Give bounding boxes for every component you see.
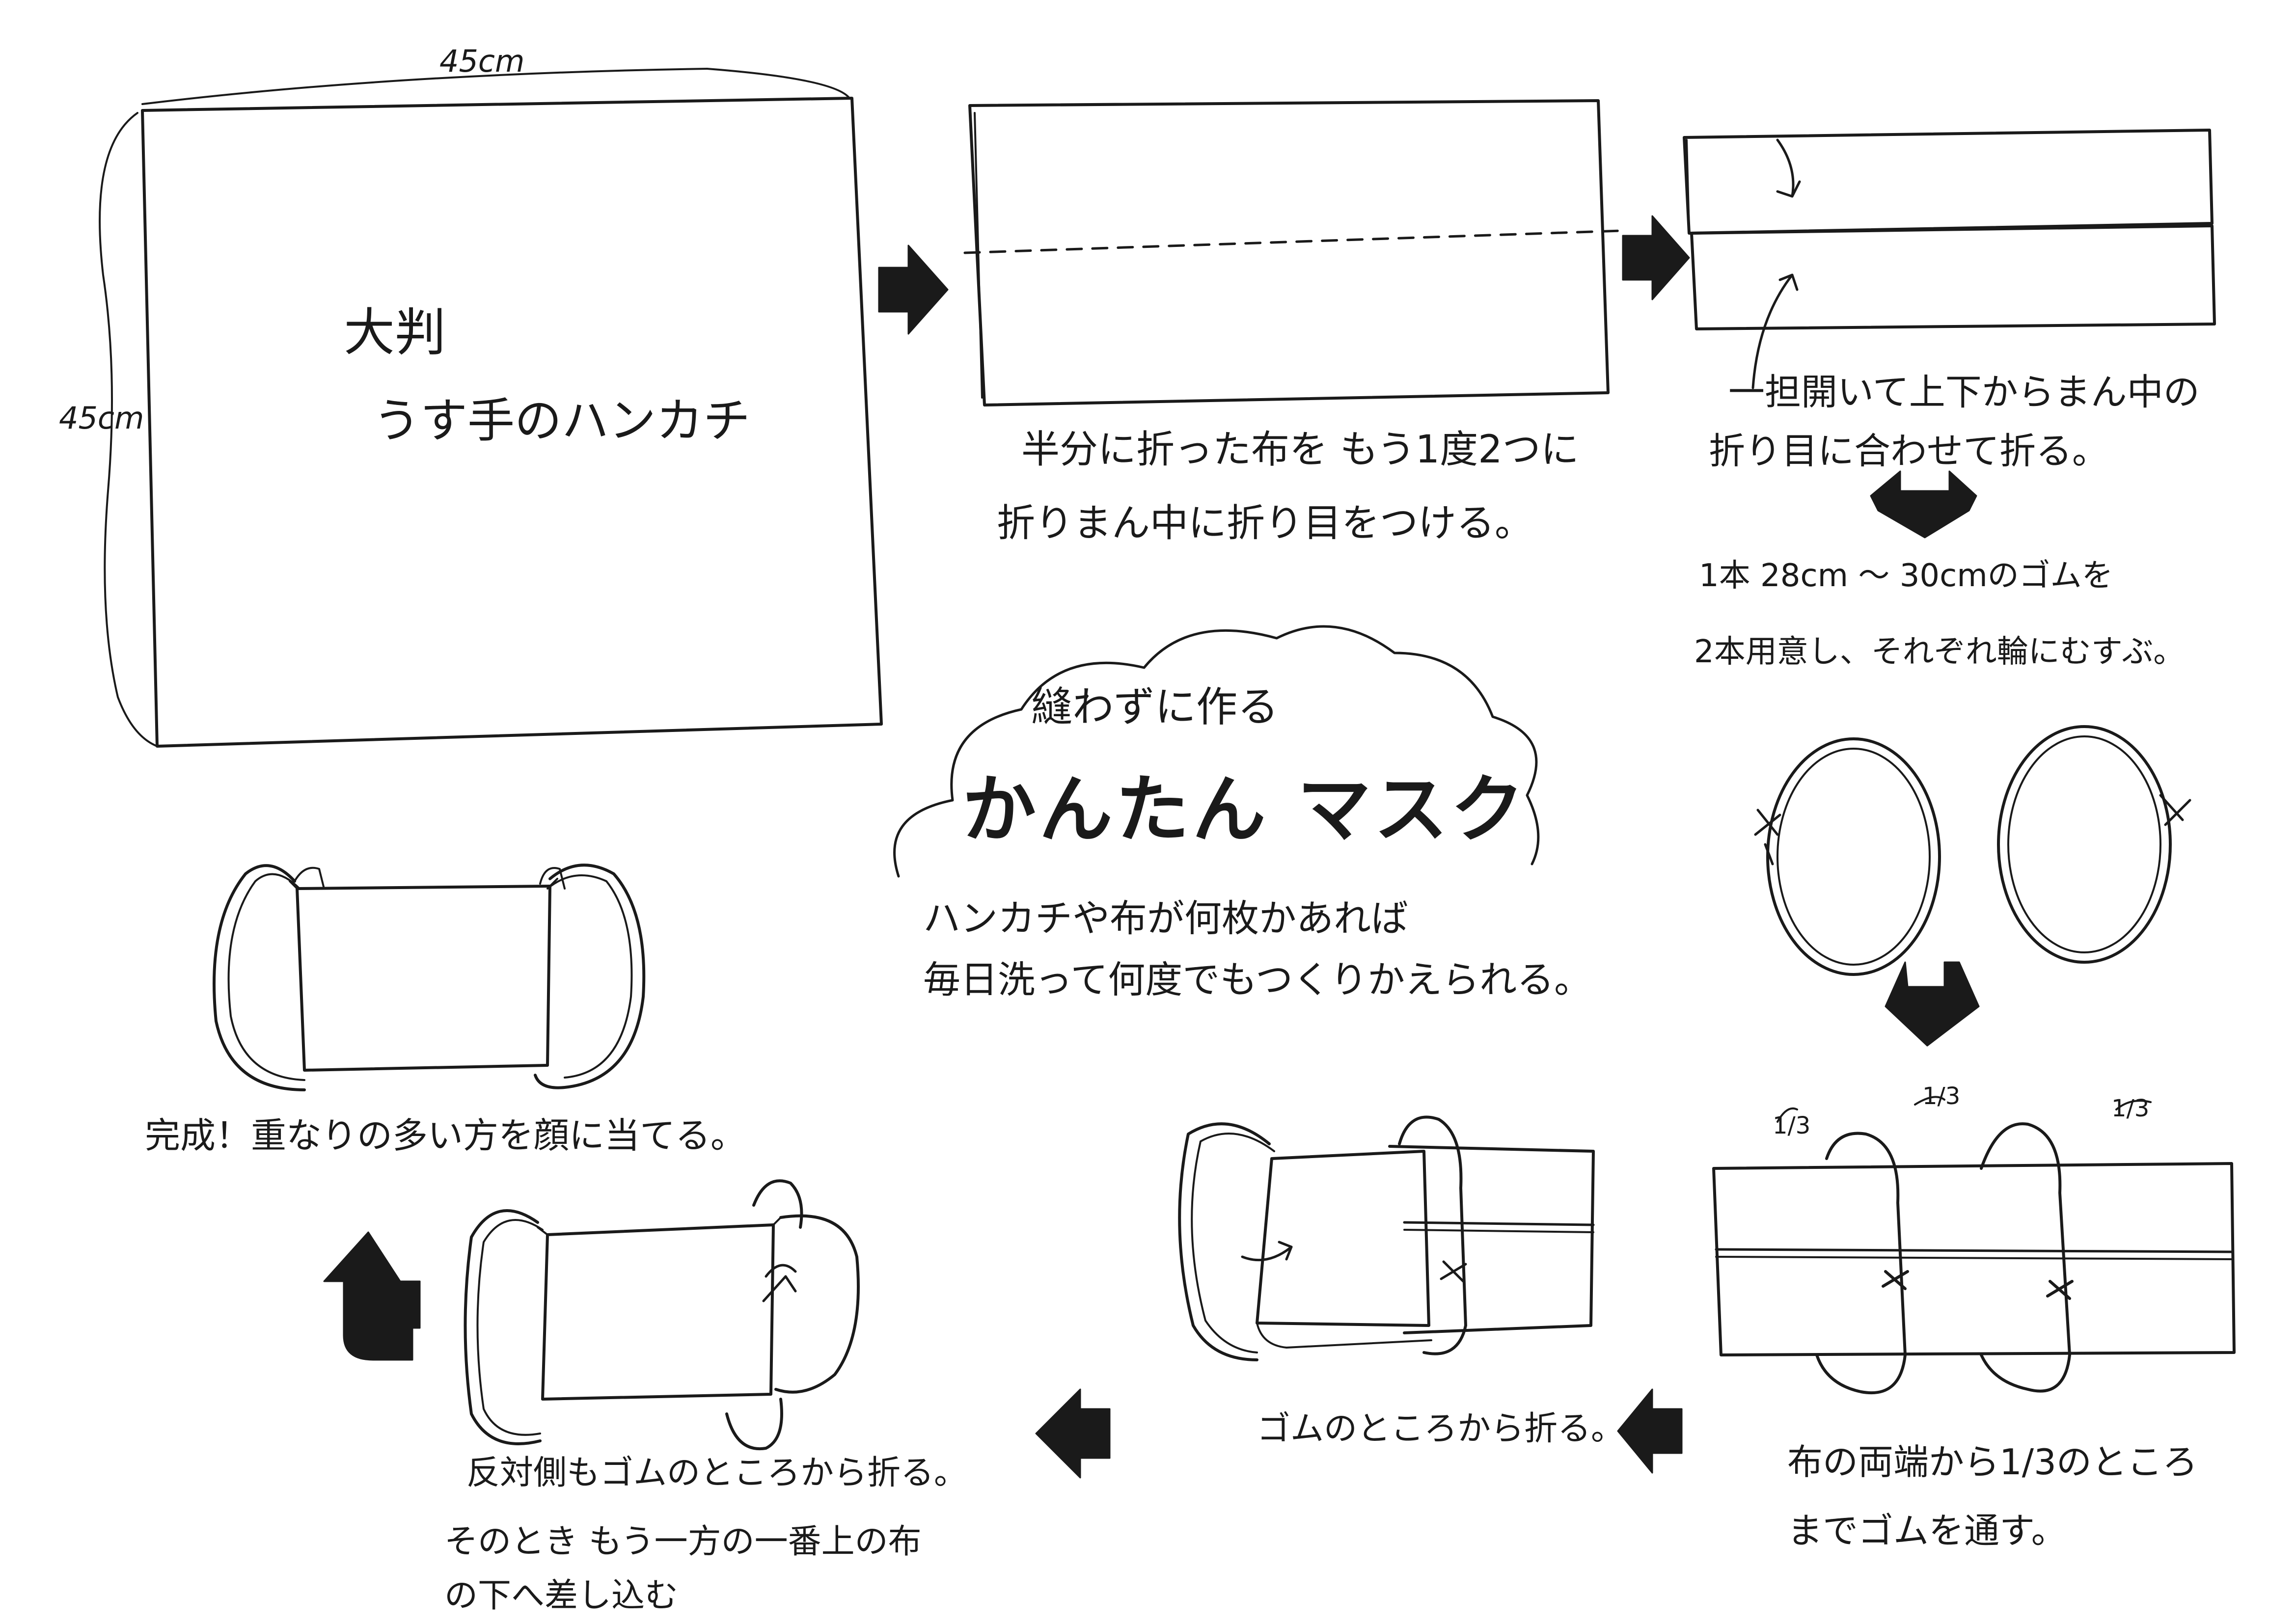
arrow-down-icon	[1885, 961, 1980, 1047]
step7-text-line3: の下へ差し込む	[444, 1576, 679, 1615]
handkerchief-square	[99, 68, 883, 748]
step5-text-line2: までゴムを通す。	[1787, 1510, 2067, 1551]
step4-text-line2: 2本用意し、それぞれ輪にむすぶ。	[1694, 634, 2185, 670]
finished-mask	[213, 864, 646, 1091]
step4-text-line1: 1本 28cm ～ 30cmのゴムを	[1699, 558, 2113, 594]
height-dimension-label: 45cm	[59, 400, 144, 436]
knot-icon	[1754, 794, 2191, 866]
title-description-line1: ハンカチや布が何枚かあれば	[923, 896, 1408, 940]
fold-at-elastic	[1178, 1115, 1595, 1361]
arrow-right-icon	[878, 244, 949, 335]
elastic-loop-right	[1997, 725, 2172, 964]
arrow-right-icon	[1622, 215, 1690, 300]
title-main: かんたん マスク	[962, 767, 1528, 853]
step3-text-line1: 一担開いて上下からまん中の	[1728, 371, 2200, 413]
step7-text-line1: 反対側もゴムのところから折る。	[466, 1454, 968, 1492]
arrow-left-icon	[1617, 1388, 1683, 1474]
fraction-label-middle: 1/3	[1922, 1082, 1961, 1110]
title-subtitle: 縫わずに作る	[1031, 683, 1279, 731]
step2-text-line2: 折りまん中に折り目をつける。	[997, 501, 1533, 545]
arrow-up-turn-icon	[323, 1231, 421, 1361]
cloud-shape	[893, 625, 1540, 878]
step8-text: 完成！重なりの多い方を顔に当てる。	[145, 1115, 746, 1156]
cloth-with-elastics	[1712, 1096, 2236, 1395]
arrow-left-icon	[1035, 1388, 1111, 1479]
fraction-label-right: 1/3	[2111, 1095, 2150, 1122]
step5-text-line1: 布の両端から1/3のところ	[1787, 1441, 2198, 1483]
step7-text-line2: そのとき もう一方の一番上の布	[444, 1522, 922, 1561]
width-dimension-label: 45cm	[439, 43, 525, 79]
step6-text: ゴムのところから折る。	[1257, 1409, 1625, 1448]
fold-opposite-side	[464, 1179, 860, 1451]
elastic-loop-left	[1766, 737, 1941, 976]
folded-strips	[1683, 129, 2216, 389]
handkerchief-label-type: うす手のハンカチ	[373, 393, 750, 448]
handkerchief-label-size: 大判	[344, 302, 446, 362]
step2-text-line1: 半分に折った布を もう1度2つに	[1021, 428, 1579, 472]
folded-rectangle	[963, 99, 1622, 406]
fraction-label-left: 1/3	[1773, 1112, 1811, 1139]
title-description-line2: 毎日洗って何度でもつくりかえられる。	[923, 958, 1592, 1001]
step3-text-line2: 折り目に合わせて折る。	[1709, 430, 2108, 472]
arrow-down-icon	[1870, 470, 1977, 539]
